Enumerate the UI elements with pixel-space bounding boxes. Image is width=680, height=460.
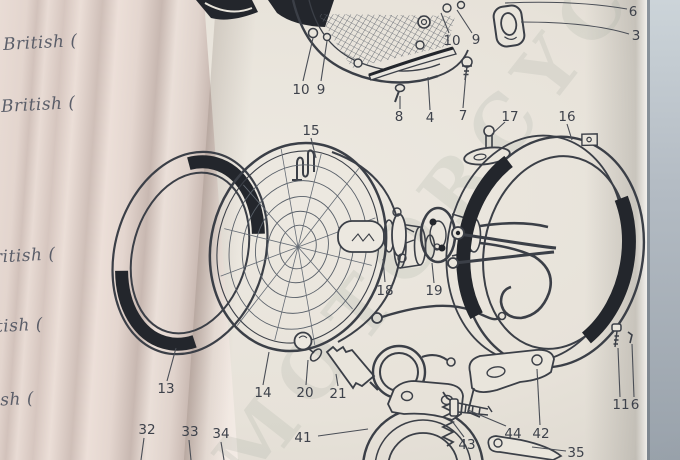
part-number-label: 34 (212, 426, 229, 442)
leader-lines (140, 1, 635, 460)
part-number-label: 16 (558, 109, 575, 125)
part-number-labels: 10 9 10 9 6 3 8 4 7 17 16 15 18 19 13 14 20 21 32 33 34 41 43 4… (138, 4, 640, 460)
part-number-label: 9 (472, 32, 481, 48)
horn-part41 (362, 380, 484, 460)
part-number-label: 17 (501, 109, 518, 125)
part-number-label: 14 (254, 385, 271, 401)
rim-stays (447, 226, 557, 269)
part-number-label: 42 (532, 426, 549, 442)
part-number-label: 10 (443, 33, 460, 49)
part-number-label: 13 (157, 381, 174, 397)
grommet-part3 (492, 4, 526, 48)
part-number-label: 8 (395, 109, 404, 125)
part-number-label: 32 (138, 422, 155, 438)
part-number-label: 10 (292, 82, 309, 98)
pilot-bulb-part20 (293, 331, 323, 362)
part-number-label: 15 (302, 123, 319, 139)
part-number-label: 18 (376, 283, 393, 299)
part-number-label: 33 (181, 424, 198, 440)
rim-strip-part4 (368, 46, 457, 81)
part-number-label: 41 (294, 430, 311, 446)
screw-part7 (461, 56, 473, 81)
part-number-label: 35 (567, 445, 584, 460)
screw-part11 (611, 323, 622, 348)
bulb-holder-part19 (419, 206, 553, 320)
part-number-label: 44 (504, 426, 521, 442)
part-number-label: 3 (632, 28, 641, 44)
part-number-label: 19 (425, 283, 442, 299)
pin-part6 (627, 331, 633, 344)
bolt-bracket-part17 (463, 125, 511, 166)
background-right-edge (647, 0, 680, 460)
strap-part35 (487, 435, 563, 460)
part-number-label: 20 (296, 385, 313, 401)
bracket-part42 (466, 349, 555, 418)
part-number-label: 21 (329, 386, 346, 402)
part-number-label: 43 (458, 437, 475, 453)
lead-wire (371, 304, 507, 324)
headlamp-shell (196, 0, 469, 84)
part-number-label: 4 (426, 110, 435, 126)
part-number-label: 11 (612, 397, 629, 413)
screw-part8 (394, 83, 406, 103)
part-number-label: 7 (459, 108, 468, 124)
part-number-label: 9 (317, 82, 326, 98)
part-number-label: 6 (629, 4, 638, 20)
part-number-label: 6 (631, 397, 640, 413)
bolt-part44 (449, 398, 493, 417)
bulb-part18 (337, 207, 415, 263)
front-rim-part13 (111, 150, 269, 356)
